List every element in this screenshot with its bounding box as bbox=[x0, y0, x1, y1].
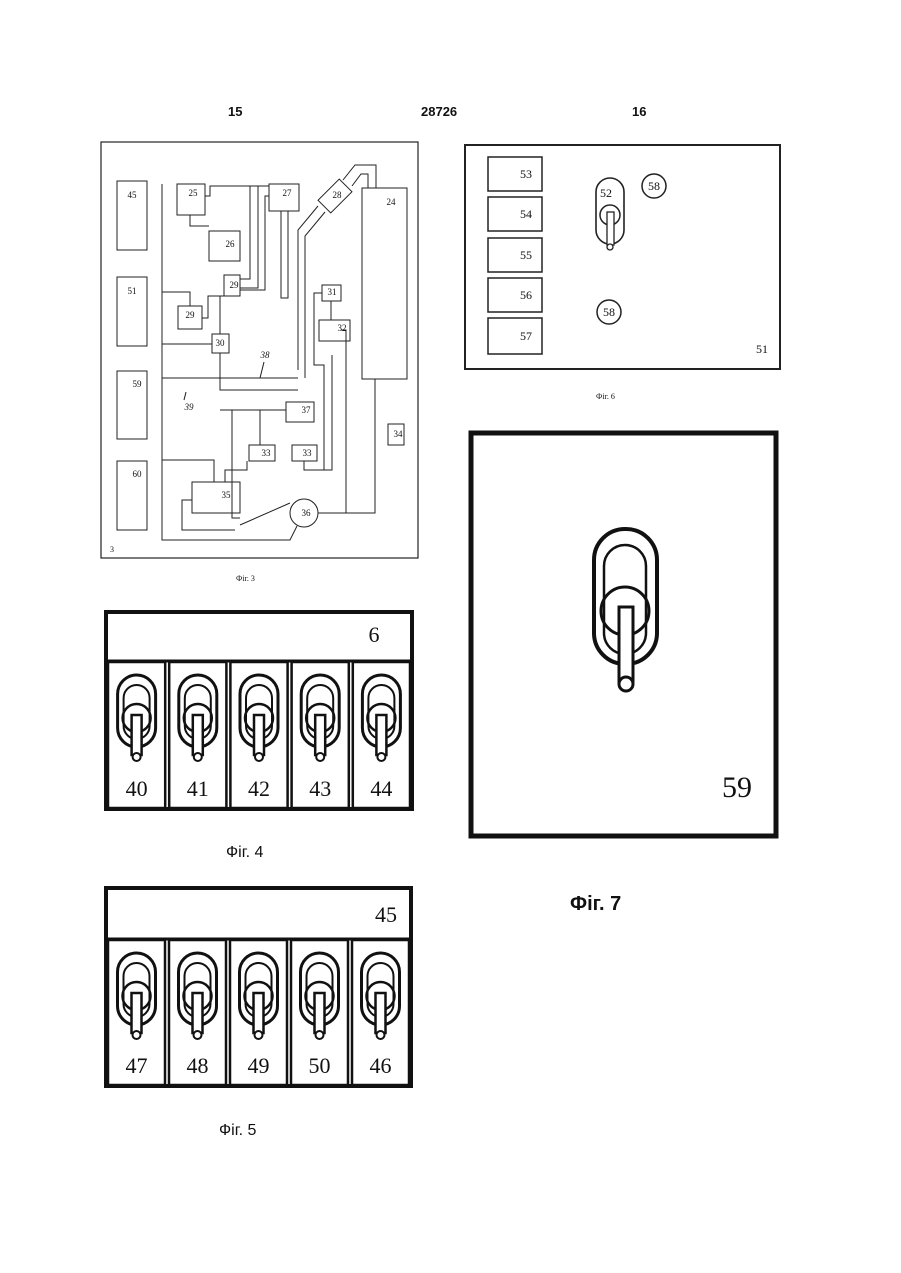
fig5-switch-lever-tip bbox=[133, 1031, 141, 1039]
fig5-switch-lever bbox=[315, 993, 325, 1033]
fig5-panel-label: 45 bbox=[375, 902, 397, 927]
fig5-switch-lever bbox=[376, 993, 386, 1033]
fig5-switch-lever-tip bbox=[194, 1031, 202, 1039]
fig5-switch-lever-tip bbox=[316, 1031, 324, 1039]
fig5-switch-50[interactable]: 50 bbox=[291, 940, 348, 1085]
fig5-switch-lever-tip bbox=[255, 1031, 263, 1039]
fig5-switch-lever bbox=[254, 993, 264, 1033]
fig5-switch-lever bbox=[193, 993, 203, 1033]
fig5-switch-label: 48 bbox=[187, 1053, 209, 1078]
fig5-switch-46[interactable]: 46 bbox=[352, 940, 409, 1085]
fig5-switch-label: 50 bbox=[309, 1053, 331, 1078]
fig5-diagram: 47 48 49 50 46 45 bbox=[0, 0, 901, 1120]
fig5-switch-48[interactable]: 48 bbox=[169, 940, 226, 1085]
fig5-caption: Фіг. 5 bbox=[219, 1122, 256, 1140]
fig5-switch-label: 49 bbox=[248, 1053, 270, 1078]
fig5-switch-49[interactable]: 49 bbox=[230, 940, 287, 1085]
fig5-switch-lever-tip bbox=[377, 1031, 385, 1039]
fig5-switch-label: 46 bbox=[370, 1053, 392, 1078]
fig5-switch-label: 47 bbox=[126, 1053, 148, 1078]
fig5-switch-47[interactable]: 47 bbox=[108, 940, 165, 1085]
fig5-switch-lever bbox=[132, 993, 142, 1033]
